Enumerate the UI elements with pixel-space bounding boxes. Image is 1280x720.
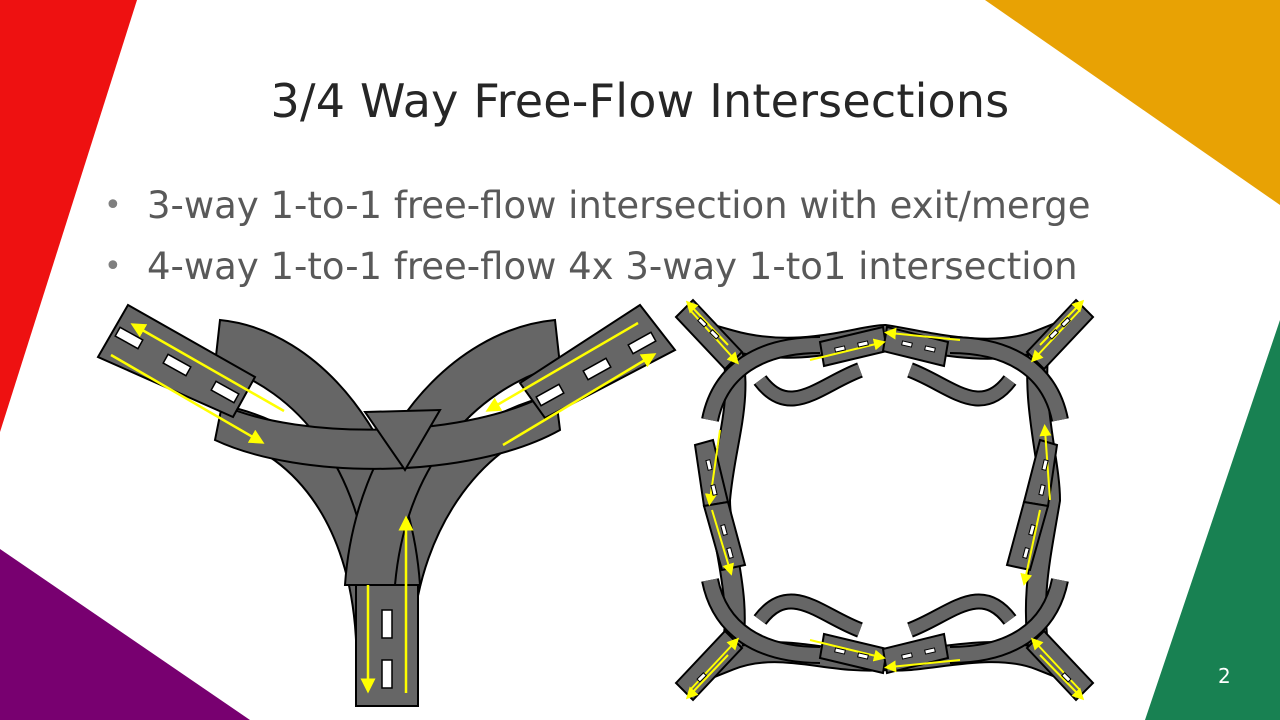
leg-bottom <box>355 584 419 707</box>
bullet-icon: • <box>104 249 122 284</box>
four-way-lane-dashes <box>696 317 1072 683</box>
segment-left-bottom <box>702 500 747 572</box>
bullet-item: • 4-way 1-to-1 free-flow 4x 3-way 1-to1 i… <box>104 241 1091 302</box>
purple-corner-shape <box>0 549 250 720</box>
bullet-text: 3-way 1-to-1 free-flow intersection with… <box>147 184 1091 227</box>
four-way-legs <box>674 298 1095 702</box>
red-corner-shape <box>0 0 137 432</box>
lane-dashes <box>114 326 657 689</box>
page-number: 2 <box>1218 664 1231 688</box>
bullet-item: • 3-way 1-to-1 free-flow intersection wit… <box>104 180 1091 241</box>
green-corner-shape <box>1145 320 1280 720</box>
connector-center <box>363 408 442 472</box>
lane-arrows <box>110 321 657 694</box>
slide-title: 3/4 Way Free-Flow Intersections <box>270 74 1010 128</box>
bullet-list: • 3-way 1-to-1 free-flow intersection wit… <box>104 180 1091 302</box>
four-way-intersection-diagram <box>674 298 1095 702</box>
orange-corner-shape <box>985 0 1280 205</box>
bullet-icon: • <box>104 188 122 223</box>
bullet-text: 4-way 1-to-1 free-flow 4x 3-way 1-to1 in… <box>147 245 1078 288</box>
three-way-intersection-diagram <box>96 303 677 707</box>
leg-ne <box>1025 298 1095 371</box>
